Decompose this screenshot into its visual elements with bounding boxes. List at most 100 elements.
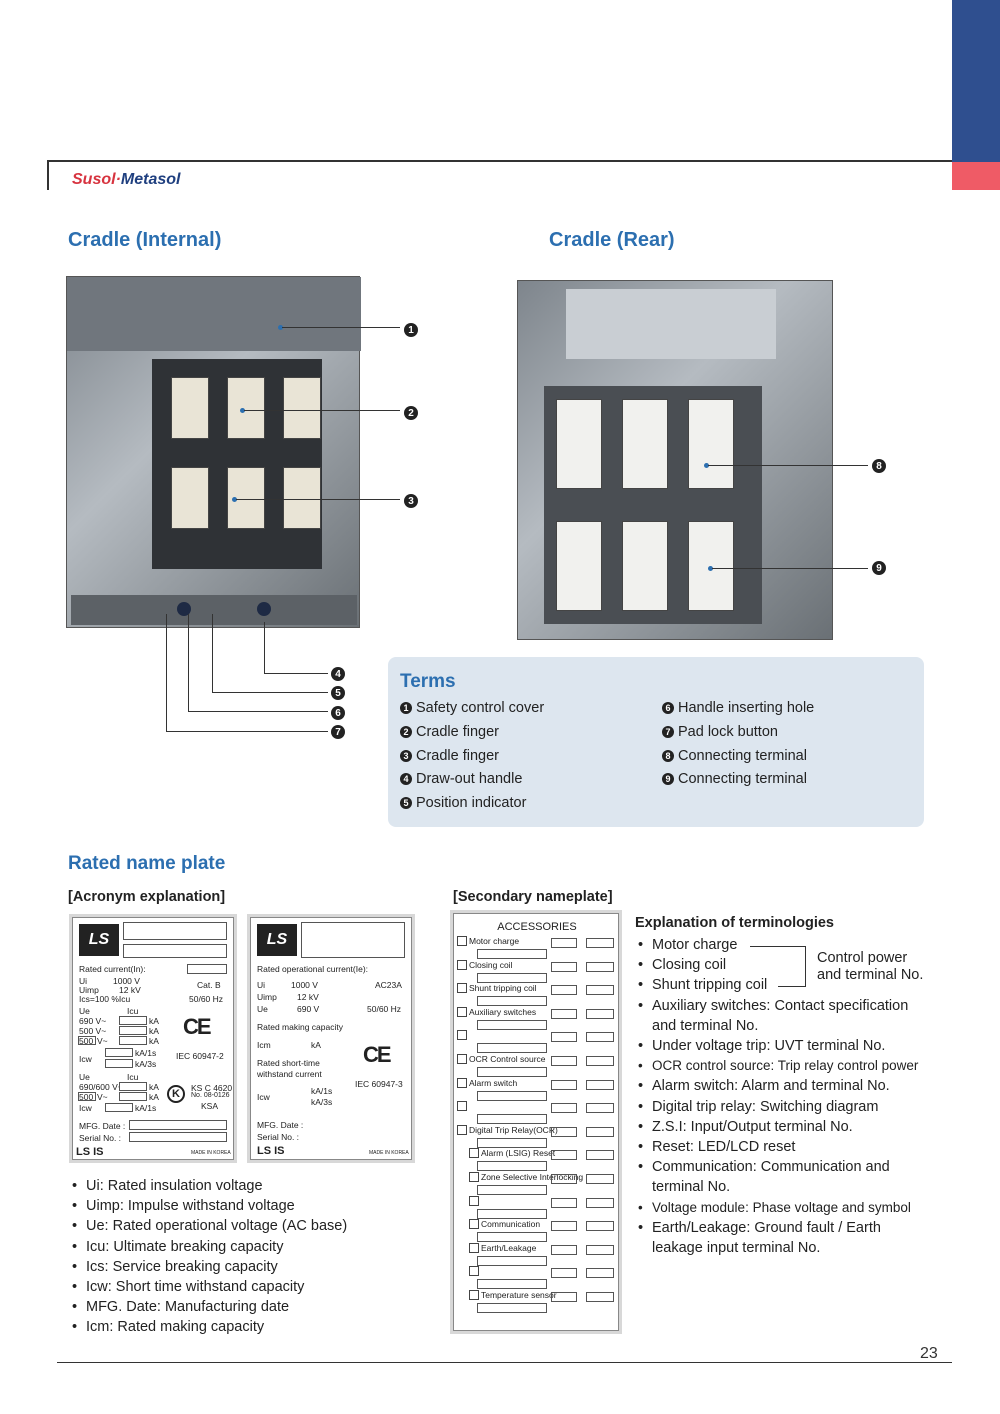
terminal-box	[551, 1103, 577, 1113]
accessory-label: Alarm (LSIG) Reset	[481, 1148, 556, 1158]
cradle-internal-photo	[66, 276, 361, 628]
accessory-row: Alarm (LSIG) Reset	[469, 1148, 555, 1158]
accessory-label: Earth/Leakage	[481, 1243, 537, 1253]
accessory-checkbox	[457, 960, 467, 970]
terminal-box	[586, 1127, 614, 1137]
subheading-secondary: [Secondary nameplate]	[453, 889, 613, 905]
terminal-box	[586, 1292, 614, 1302]
terminal-box	[586, 962, 614, 972]
terminal-box	[477, 1232, 547, 1242]
ce-mark: CE	[183, 1014, 212, 1039]
terminal-box	[477, 996, 547, 1006]
accessory-row: Auxiliary switches	[457, 1007, 536, 1017]
terminal-box	[586, 1032, 614, 1042]
accessory-checkbox	[457, 1078, 467, 1088]
nameplate-switch: LS Rated operational current(Ie): Ui 100…	[250, 917, 412, 1160]
terminal-box	[586, 1245, 614, 1255]
explanation-list: Motor charge Closing coil Shunt tripping…	[638, 935, 938, 1258]
callout-3: 3	[404, 494, 418, 508]
accessory-checkbox	[469, 1172, 479, 1182]
terminal-box	[551, 1127, 577, 1137]
accessory-row	[469, 1266, 481, 1276]
accessory-row: Temperature sensor	[469, 1290, 557, 1300]
terminal-box	[586, 1056, 614, 1066]
accessory-row	[457, 1030, 469, 1040]
accessory-row: Zone Selective Interlocking	[469, 1172, 583, 1182]
subheading-acronym: [Acronym explanation]	[68, 889, 226, 905]
ce-mark: CE	[363, 1042, 392, 1067]
accessory-label: OCR Control source	[469, 1054, 546, 1064]
accessory-label: Auxiliary switches	[469, 1007, 537, 1017]
terminal-box	[586, 938, 614, 948]
terminal-box	[477, 1020, 547, 1030]
callout-6: 6	[331, 706, 345, 720]
accessory-label: Digital Trip Relay(OCR)	[469, 1125, 558, 1135]
accessory-label: Temperature sensor	[481, 1290, 557, 1300]
accessory-label: Motor charge	[469, 936, 520, 946]
accessory-label: Closing coil	[469, 960, 513, 970]
heading-cradle-rear: Cradle (Rear)	[549, 229, 675, 251]
terminal-box	[586, 1009, 614, 1019]
k-mark-icon: K	[167, 1085, 185, 1103]
terminal-box	[477, 1279, 547, 1289]
terminal-box	[477, 1138, 547, 1148]
terminal-box	[477, 1091, 547, 1101]
accessory-label: Shunt tripping coil	[469, 983, 537, 993]
accessory-row	[457, 1101, 469, 1111]
accessory-checkbox	[457, 1030, 467, 1040]
page-number: 23	[920, 1345, 938, 1362]
terminal-box	[477, 949, 547, 959]
accessory-checkbox	[469, 1196, 479, 1206]
accessory-checkbox	[457, 1101, 467, 1111]
accessory-checkbox	[457, 936, 467, 946]
terminal-box	[477, 1067, 547, 1077]
terminal-box	[551, 1080, 577, 1090]
terminal-box	[551, 1268, 577, 1278]
callout-9: 9	[872, 561, 886, 575]
accessory-row: Motor charge	[457, 936, 519, 946]
callout-5: 5	[331, 686, 345, 700]
accessory-checkbox	[469, 1219, 479, 1229]
terminal-box	[477, 1043, 547, 1053]
accessory-row: Digital Trip Relay(OCR)	[457, 1125, 558, 1135]
accessory-checkbox	[457, 1054, 467, 1064]
accessory-row: Alarm switch	[457, 1078, 517, 1088]
accessory-label: Alarm switch	[469, 1078, 518, 1088]
accessory-checkbox	[469, 1290, 479, 1300]
terminal-box	[551, 938, 577, 948]
accessory-label: Zone Selective Interlocking	[481, 1172, 584, 1182]
accessory-checkbox	[469, 1243, 479, 1253]
terminal-box	[586, 985, 614, 995]
accessory-row	[469, 1196, 481, 1206]
terminal-box	[586, 1268, 614, 1278]
accessory-row: OCR Control source	[457, 1054, 546, 1064]
terminal-box	[551, 1150, 577, 1160]
accessory-row: Communication	[469, 1219, 540, 1229]
header-rule	[47, 160, 952, 162]
accessory-checkbox	[457, 1007, 467, 1017]
terminal-box	[477, 973, 547, 983]
side-tab-red	[952, 162, 1000, 190]
terminal-box	[586, 1080, 614, 1090]
callout-8: 8	[872, 459, 886, 473]
terminal-box	[586, 1150, 614, 1160]
terminal-box	[551, 985, 577, 995]
brand-logo: Susol·Metasol	[72, 171, 181, 188]
terminal-box	[477, 1303, 547, 1313]
terminal-box	[551, 1056, 577, 1066]
terminal-box	[551, 1198, 577, 1208]
side-tab-blue	[952, 0, 1000, 162]
bracket-note: Control power and terminal No.	[817, 950, 924, 983]
terminal-box	[551, 1032, 577, 1042]
terminal-box	[477, 1114, 547, 1124]
terminal-box	[551, 1009, 577, 1019]
callout-7: 7	[331, 725, 345, 739]
callout-4: 4	[331, 667, 345, 681]
header-rule-left	[47, 160, 49, 190]
